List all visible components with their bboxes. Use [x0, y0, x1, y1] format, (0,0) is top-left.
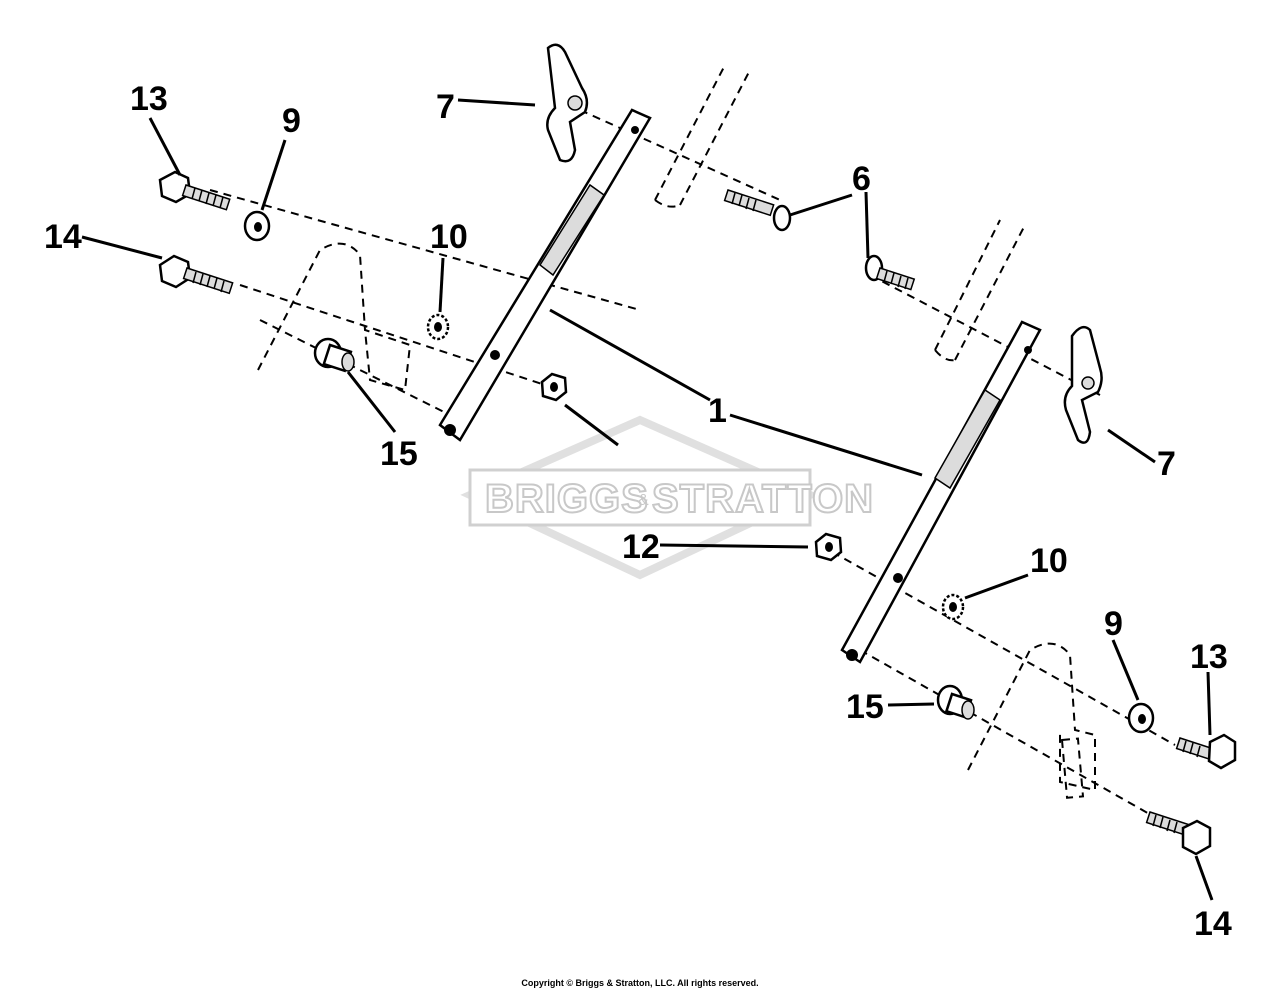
hex-bolt-14 [158, 254, 234, 295]
watermark-band [468, 468, 812, 527]
cam-lever-7 [546, 43, 589, 163]
lever-bar-1-left [438, 108, 652, 442]
hex-nut-12-right [814, 532, 843, 562]
carriage-bolt-6-upper [723, 189, 792, 232]
callout-7: 7 [436, 88, 455, 126]
axis-line [869, 274, 1101, 396]
callout-13: 13 [130, 80, 168, 118]
axis-line [859, 649, 1161, 821]
brand-watermark: BRIGGS & STRATTON [460, 415, 874, 580]
callout-14: 14 [44, 218, 82, 256]
lock-washer-10-right [941, 593, 965, 621]
hex-bolt-13-right [1175, 733, 1237, 770]
callout-13-right: 13 [1190, 638, 1228, 676]
hex-nut-12 [540, 372, 568, 402]
frame-bracket-outline [257, 242, 412, 392]
watermark-text-left: BRIGGS [485, 477, 649, 521]
shoulder-spacer-15 [313, 337, 355, 373]
lock-washer-10 [426, 313, 450, 341]
axis-line [209, 189, 641, 311]
shoulder-spacer-15-right [936, 684, 975, 720]
callout-9: 9 [282, 102, 301, 140]
carriage-bolt-6-lower [864, 254, 916, 291]
flat-washer-9-right [1127, 702, 1155, 734]
callout-15-right: 15 [846, 688, 884, 726]
callout-labels: 13 9 7 14 10 6 15 1 7 12 10 9 13 15 14 [44, 80, 1232, 943]
callout-7-lower: 7 [1157, 445, 1176, 483]
callout-10-right: 10 [1030, 542, 1068, 580]
hex-bolt-14-right [1145, 811, 1212, 856]
axis-line [579, 109, 781, 201]
handle-tube-outline [934, 219, 1026, 362]
callout-9-right: 9 [1104, 605, 1123, 643]
leader-lines [81, 98, 1214, 901]
handle-tube-outline [654, 64, 751, 208]
watermark-ampersand: & [638, 492, 649, 509]
cam-lever-7-lower [1063, 325, 1103, 444]
flat-washer-9 [243, 210, 271, 242]
watermark-text-right: STRATTON [652, 477, 874, 521]
frame-bracket-outline [967, 642, 1096, 792]
callout-1: 1 [708, 392, 727, 430]
callout-14-right: 14 [1194, 905, 1232, 943]
callout-6: 6 [852, 160, 871, 198]
callout-15: 15 [380, 435, 418, 473]
copyright-notice: Copyright © Briggs & Stratton, LLC. All … [521, 978, 759, 988]
axis-line [259, 319, 471, 426]
axis-line [819, 544, 1176, 746]
hex-bolt-13 [158, 170, 231, 211]
frame-slot-outline [1060, 737, 1085, 799]
lever-bar-1-right [840, 320, 1042, 664]
callout-10: 10 [430, 218, 468, 256]
callout-12: 12 [622, 528, 660, 566]
